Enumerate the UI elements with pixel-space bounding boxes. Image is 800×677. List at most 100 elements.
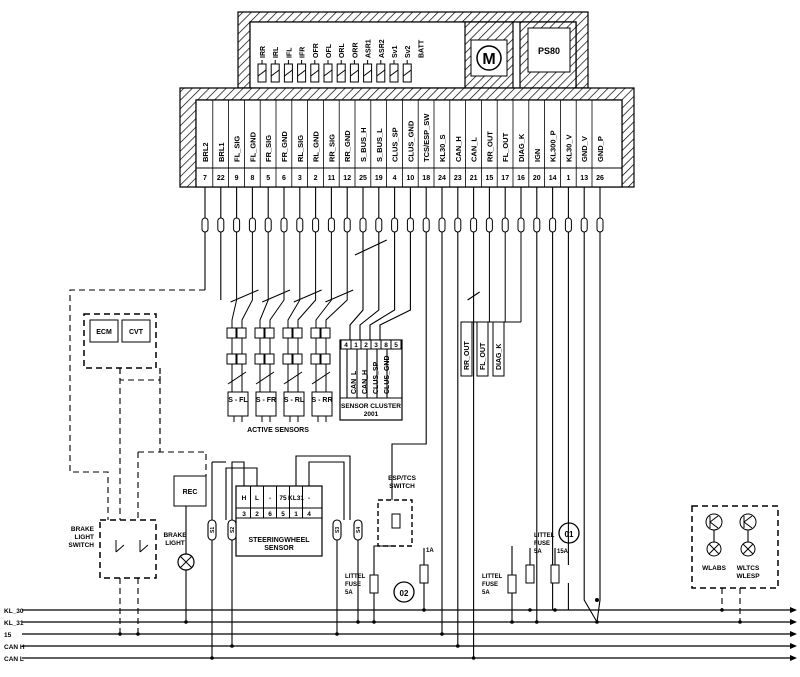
pin-number: 1 — [566, 175, 570, 182]
valve-orl: ORL — [336, 43, 346, 83]
pin-name: CLUS_GND — [406, 120, 415, 162]
steering-pin-number: 1 — [294, 511, 298, 518]
bus-label: KL_30 — [4, 608, 24, 615]
steering-pin-name: - — [308, 495, 310, 502]
pin-number: 2 — [314, 175, 318, 182]
pin-name: CAN_H — [454, 136, 463, 162]
led-wlabs-icon — [705, 513, 723, 531]
pin-number: 19 — [375, 175, 383, 182]
ecm-cvt-group: ECM CVT — [83, 313, 157, 369]
valve-label: IRL — [273, 46, 280, 58]
active-sensor-rl: S - RL — [282, 232, 322, 422]
valve-ifr: IFR — [297, 47, 307, 83]
fuses: LITTEL FUSE 5A 1A LITTEL FUSE 5A LITTEL … — [345, 533, 569, 596]
pin-name: RR_OUT — [485, 131, 494, 162]
esp-tcs-switch: ESP/TCS SWITCH — [377, 475, 417, 547]
pin-name: TCS/ESP_SW — [422, 113, 431, 162]
connector-tag: S3 — [332, 519, 342, 541]
fuse-right-l2: FUSE — [534, 541, 550, 547]
fuse-mid-l2: FUSE — [482, 582, 498, 588]
steering-label-2: SENSOR — [264, 545, 294, 552]
fuse-left-l1: LITTEL — [345, 574, 366, 580]
pin-number: 8 — [250, 175, 254, 182]
steering-pin-number: 3 — [242, 511, 246, 518]
fuse-1a-label: 1A — [426, 548, 434, 554]
pin-number: 17 — [501, 175, 509, 182]
valve-orr: ORR — [349, 42, 359, 83]
cluster-pin-number: 5 — [394, 342, 398, 349]
valve-label: IFR — [300, 47, 307, 58]
pin-number: 12 — [343, 175, 351, 182]
pin-name: KL30_V — [564, 134, 573, 162]
bus-label: CAN L — [4, 656, 24, 663]
pin-name: KL300_P — [549, 130, 558, 162]
pin-number: 9 — [235, 175, 239, 182]
pin-name: GND_P — [596, 136, 605, 162]
pin-number: 23 — [454, 175, 462, 182]
pin-name: BRL1 — [217, 142, 226, 162]
pin-name: RR_SIG — [327, 134, 336, 162]
cvt-label: CVT — [129, 329, 144, 336]
pin-name: FL_SIG — [233, 136, 242, 162]
connector-tag-label: S3 — [335, 527, 341, 533]
fuse-left — [369, 574, 379, 594]
valve-label: Sv1 — [392, 45, 399, 58]
pin-name: S_BUS_H — [359, 127, 368, 162]
steering-pin-name: H — [242, 495, 247, 502]
pin-name: RL_GND — [312, 131, 321, 162]
brake-light-switch: BRAKE LIGHT SWITCH — [68, 519, 157, 579]
connector-tag: S1 — [207, 519, 217, 541]
valve-ofr: OFR — [310, 43, 320, 83]
pin-number: 21 — [470, 175, 478, 182]
pin-number: 25 — [359, 175, 367, 182]
pin-name: DIAG_K — [517, 133, 526, 162]
pin-number: 16 — [517, 175, 525, 182]
bus-label: KL_31 — [4, 620, 24, 627]
fuse-15a-label: 15A — [557, 549, 569, 555]
pin-number: 14 — [549, 175, 557, 182]
pin-name: S_BUS_L — [375, 128, 384, 162]
rec-box — [173, 475, 207, 507]
cluster-pin-number: 4 — [344, 342, 348, 349]
steering-pin-number: 5 — [281, 511, 285, 518]
valve-sv1: Sv1 — [389, 45, 399, 83]
pin-name: RR_GND — [343, 130, 352, 162]
circle-01 — [558, 522, 580, 544]
valve-asr2: ASR2 — [376, 39, 386, 83]
connector-tag-label: S2 — [230, 527, 236, 533]
pin-name: FL_GND — [248, 131, 257, 162]
pin-number: 11 — [328, 175, 336, 182]
valve-label: OFR — [313, 43, 320, 58]
brake-light-line1: BRAKE — [163, 532, 187, 539]
valve-asr1: ASR1 — [363, 39, 373, 83]
motor-icon — [476, 45, 502, 71]
steering-pin-name: KL31 — [288, 495, 304, 502]
fuse-mid — [507, 574, 517, 594]
cluster-label: CAN_H — [362, 370, 369, 394]
circle-01-label: 01 — [565, 530, 574, 539]
active-sensor-rr: S - RR — [310, 232, 354, 422]
output-label: FL_OUT — [480, 342, 487, 370]
cluster-label: CAN_L — [351, 370, 358, 394]
valve-batt: BATT — [418, 39, 425, 58]
valve-label: IRR — [260, 46, 267, 58]
valve-label: ASR1 — [366, 39, 373, 58]
valve-label: ORR — [352, 42, 359, 58]
bus-label: CAN H — [4, 644, 25, 651]
warning-lamps: WLABS WLTCS WLESP — [691, 505, 779, 589]
pin-number: 13 — [580, 175, 588, 182]
pin-number: 15 — [486, 175, 494, 182]
esp-label-2: SWITCH — [389, 483, 415, 490]
pin-number: 24 — [438, 175, 446, 182]
pin-number: 22 — [217, 175, 225, 182]
motor-label: M — [482, 51, 495, 68]
steering-pin-number: 6 — [268, 511, 272, 518]
valve-label: OFL — [326, 43, 333, 58]
connector-tag: S2 — [227, 519, 237, 541]
ecm-label: ECM — [96, 329, 112, 336]
fuse-1a — [419, 564, 429, 584]
